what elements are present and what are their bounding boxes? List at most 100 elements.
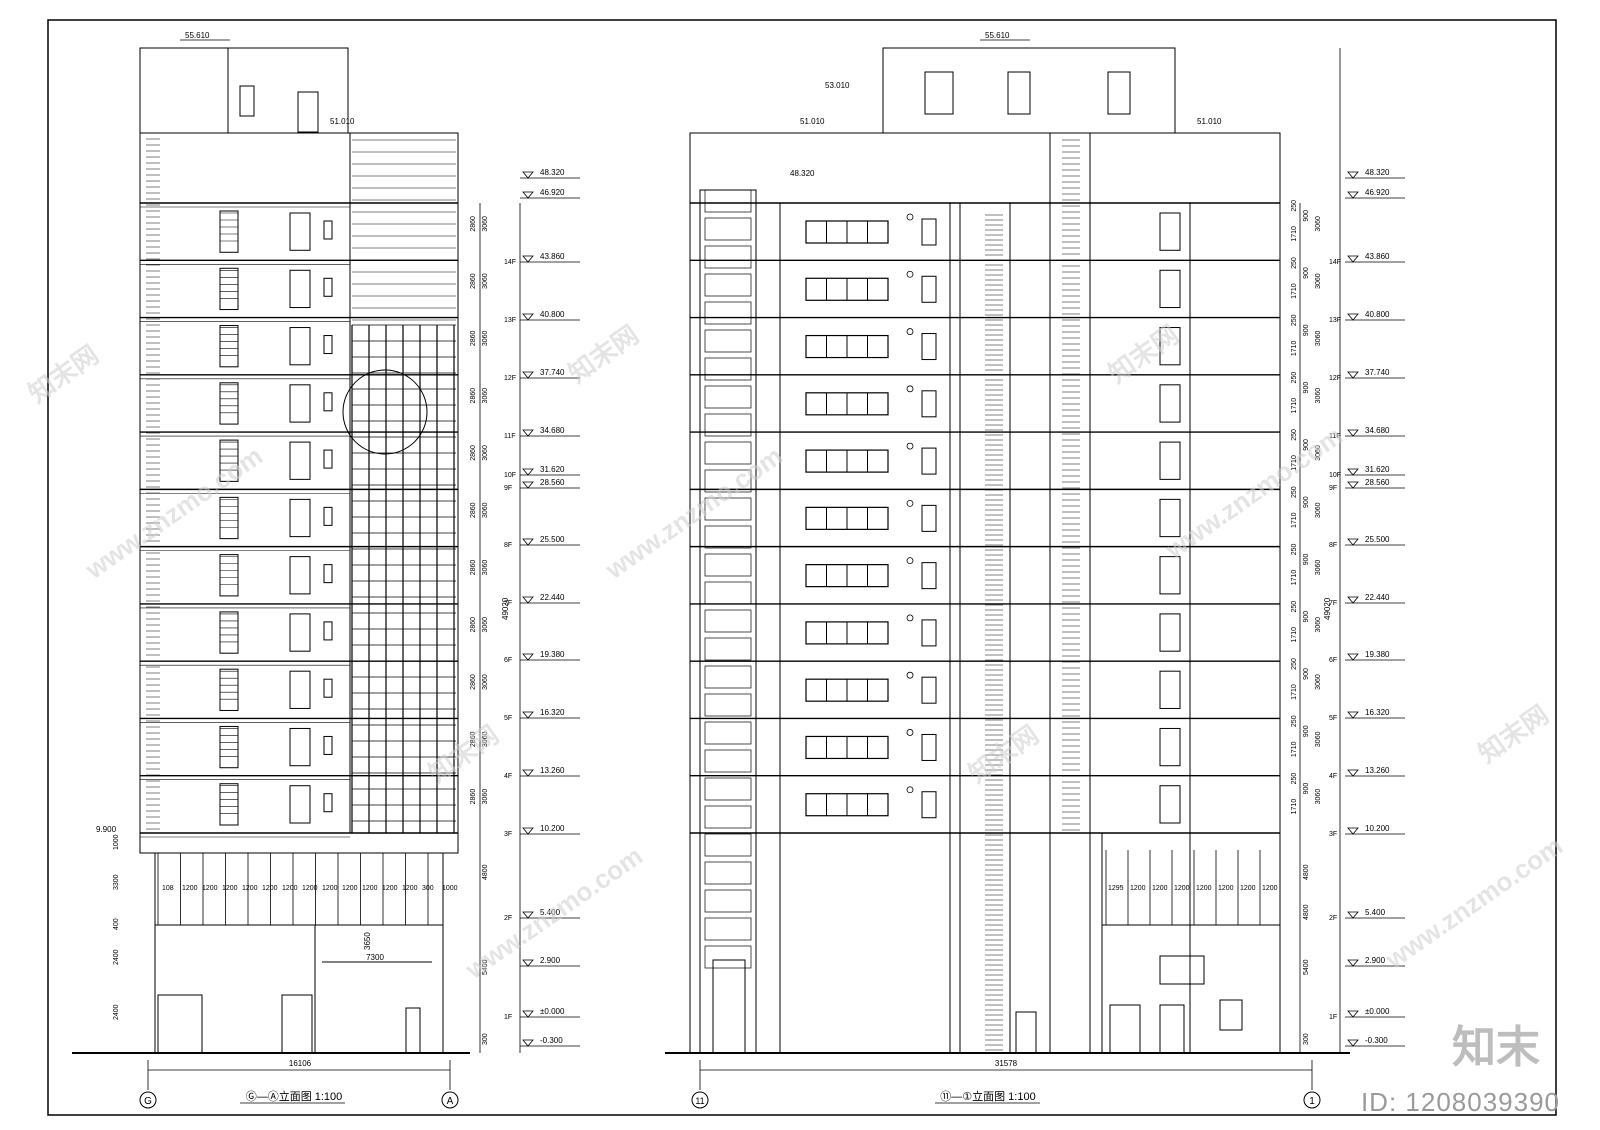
level-elev: 40.800 [1365, 310, 1390, 319]
level-elev: 34.680 [540, 426, 565, 435]
axis-bubble-a [441, 1091, 459, 1109]
floor-dim: 3060 [1315, 674, 1322, 690]
right-window [1159, 212, 1181, 251]
vent-circle [906, 671, 914, 679]
axis-bubble-g [139, 1091, 157, 1109]
level-elev: 19.380 [540, 650, 565, 659]
lower-dim: 4800 [482, 864, 489, 880]
small-window [323, 564, 333, 584]
level-elev: 13.260 [540, 766, 565, 775]
entrance-width: 7300 [366, 953, 384, 962]
left-window [289, 212, 311, 251]
floor-dim: 2860 [470, 388, 477, 404]
level-triangle [1347, 481, 1359, 489]
elevator-panel [704, 581, 752, 605]
elevator-panel [704, 665, 752, 689]
floor-dim: 3060 [1315, 273, 1322, 289]
level-floor-label: 11F [504, 433, 516, 440]
sheet-border [47, 19, 1557, 1116]
elevator-panel [704, 273, 752, 297]
level-elev: 37.740 [540, 368, 565, 377]
glass-dim: 1200 [322, 885, 338, 892]
glass-dim: 1200 [1240, 885, 1256, 892]
level-triangle [522, 1010, 534, 1018]
right-window [1159, 556, 1181, 595]
small-window [323, 220, 333, 240]
level-elev: -0.300 [540, 1036, 563, 1045]
right-roof-elev-a: 51.010 [800, 117, 825, 126]
elevator-panel [704, 805, 752, 829]
right-window [1159, 269, 1181, 309]
level-floor-label: 7F [1329, 600, 1337, 607]
floor-dim: 250 [1291, 715, 1298, 727]
small-window [921, 447, 937, 475]
axis-bubble-11 [691, 1091, 709, 1109]
glass-dim: 1200 [262, 885, 278, 892]
elevator-panel [704, 441, 752, 465]
lower-dim: 4800 [1303, 864, 1310, 880]
floor-dim: 1710 [1291, 512, 1298, 528]
left-window [219, 496, 239, 540]
level-elev: ±0.000 [540, 1007, 565, 1016]
glass-dim: 1200 [1152, 885, 1168, 892]
level-elev: 46.920 [540, 188, 565, 197]
floor-dim: 900 [1303, 725, 1310, 737]
elevator-panel [704, 917, 752, 941]
level-elev: 13.260 [1365, 766, 1390, 775]
right-total-height: 49020 [1323, 597, 1332, 620]
level-elev: 5.400 [540, 908, 561, 917]
level-floor-label: 7F [504, 600, 512, 607]
floor-dim: 3060 [482, 617, 489, 633]
floor-dim: 1710 [1291, 741, 1298, 757]
left-window [219, 267, 239, 311]
level-elev: 5.400 [1365, 908, 1386, 917]
small-window [921, 733, 937, 761]
level-floor-label: 5F [1329, 715, 1337, 722]
elevator-panel [704, 217, 752, 241]
elevator-panel [704, 385, 752, 409]
glass-dim: 1200 [342, 885, 358, 892]
level-floor-label: 2F [504, 915, 512, 922]
floor-dim: 2860 [470, 273, 477, 289]
level-floor-label: 11F [1329, 433, 1341, 440]
small-window [921, 619, 937, 647]
level-floor-label: 14F [504, 259, 516, 266]
small-window [323, 277, 333, 297]
floor-dim: 3060 [482, 273, 489, 289]
floor-dim: 250 [1291, 429, 1298, 441]
right-window [1159, 327, 1181, 366]
floor-dim: 1710 [1291, 283, 1298, 299]
level-floor-label: 12F [1329, 375, 1341, 382]
glass-dim: 1200 [382, 885, 398, 892]
image-id: ID: 1208039390 [1360, 1087, 1560, 1117]
floor-dim: 3060 [1315, 388, 1322, 404]
elevator-panel [704, 329, 752, 353]
small-window [323, 335, 333, 355]
level-triangle [1347, 911, 1359, 919]
lower-dim: 4800 [1303, 904, 1310, 920]
axis-label-g: G [144, 1096, 152, 1107]
ground-dim: 3300 [113, 874, 120, 890]
elevator-panel [704, 721, 752, 745]
ground-dim: 1000 [113, 834, 120, 850]
left-roof-elev: 51.010 [330, 117, 355, 126]
level-floor-label: 3F [1329, 831, 1337, 838]
right-mech-elev: 53.010 [825, 81, 850, 90]
level-triangle [1347, 596, 1359, 604]
small-window [323, 449, 333, 469]
glass-dim: 1200 [1174, 885, 1190, 892]
vent-circle [906, 213, 914, 221]
level-triangle [1347, 959, 1359, 967]
level-elev: 2.900 [540, 956, 561, 965]
glass-dim: 1200 [202, 885, 218, 892]
level-triangle [1347, 371, 1359, 379]
level-floor-label: 9F [1329, 485, 1337, 492]
small-window [921, 562, 937, 590]
ground-dim: 400 [113, 918, 120, 930]
floor-dim: 1710 [1291, 455, 1298, 471]
glass-dim: 1200 [222, 885, 238, 892]
axis-label-a: A [447, 1096, 454, 1107]
level-floor-label: 8F [1329, 542, 1337, 549]
level-floor-label: 4F [504, 773, 512, 780]
